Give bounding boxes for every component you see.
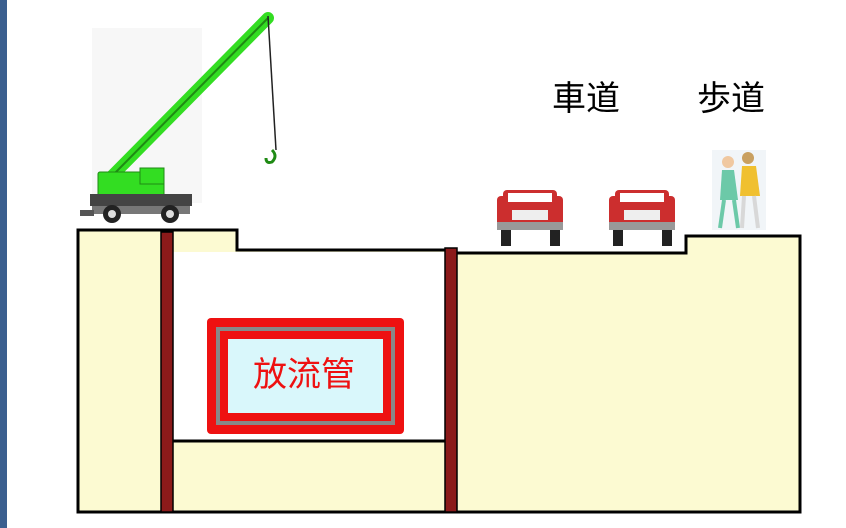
retaining-wall-left [160,231,174,513]
crane-icon [80,12,277,223]
pedestrians-icon [712,150,766,230]
car-icon [497,190,563,246]
discharge-pipe-label: 放流管 [253,355,355,395]
sidewalk-label: 歩道 [697,79,765,119]
soil-profile [76,228,802,514]
retaining-wall-right [444,247,458,513]
pipe-interior [228,339,383,413]
roadway-label: 車道 [552,79,620,119]
car-icon [609,190,675,246]
discharge-pipe [207,318,404,434]
frame-left-border [0,0,7,528]
